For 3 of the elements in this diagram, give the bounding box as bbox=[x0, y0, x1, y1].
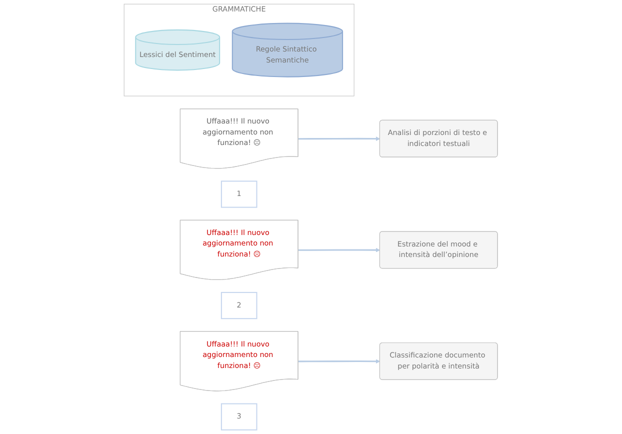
arrow bbox=[298, 136, 380, 142]
arrow bbox=[298, 359, 380, 364]
arrow bbox=[298, 248, 380, 252]
